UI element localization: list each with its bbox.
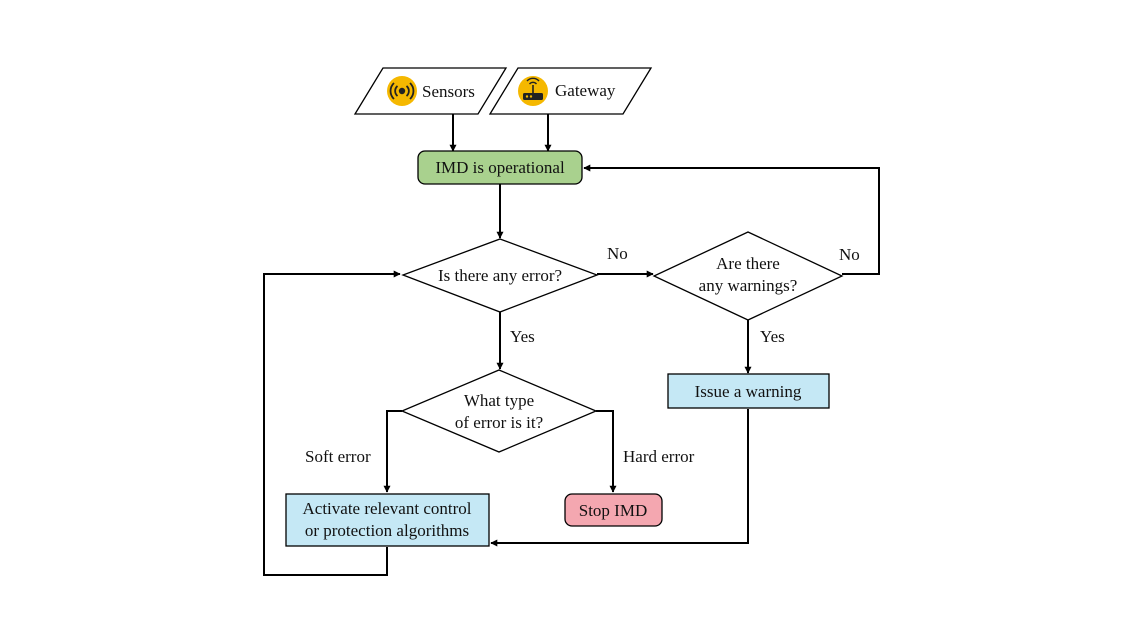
warning-decision-line2: any warnings? — [699, 276, 798, 295]
gateway-input: Gateway — [488, 67, 653, 115]
error-type-decision-line2: of error is it? — [455, 413, 543, 432]
edge-activate-loop — [263, 270, 401, 576]
sensors-input: Sensors — [353, 67, 508, 115]
activate-line1: Activate relevant control — [303, 499, 472, 518]
edge-label-warning-yes: Yes — [760, 327, 785, 346]
error-type-decision-line1: What type — [464, 391, 534, 410]
warning-decision-line1: Are there — [716, 254, 780, 273]
stop-node: Stop IMD — [564, 493, 663, 527]
edge-warning-no-loop — [583, 164, 880, 275]
connectors — [263, 114, 880, 576]
edge-label-error-no: No — [607, 244, 628, 263]
start-node: IMD is operational — [417, 150, 583, 185]
edge-warning-to-activate — [490, 409, 749, 547]
warning-decision: Are there any warnings? — [652, 231, 844, 321]
gateway-label: Gateway — [555, 81, 616, 100]
issue-warning-node: Issue a warning — [667, 373, 830, 409]
activate-algorithms-node: Activate relevant control or protection … — [285, 493, 490, 547]
wifi-router-icon — [518, 76, 548, 106]
edge-soft-error — [383, 410, 402, 493]
issue-warning-label: Issue a warning — [695, 382, 802, 401]
start-node-label: IMD is operational — [435, 158, 565, 177]
error-decision: Is there any error? — [401, 238, 599, 313]
radio-waves-icon — [387, 76, 417, 106]
edge-label-error-yes: Yes — [510, 327, 535, 346]
edge-label-hard-error: Hard error — [623, 447, 695, 466]
stop-node-label: Stop IMD — [579, 501, 647, 520]
error-decision-label: Is there any error? — [438, 266, 562, 285]
edge-label-soft-error: Soft error — [305, 447, 371, 466]
error-type-decision: What type of error is it? — [400, 369, 598, 453]
edge-label-warning-no: No — [839, 245, 860, 264]
sensors-label: Sensors — [422, 82, 475, 101]
edge-hard-error — [596, 410, 617, 493]
activate-line2: or protection algorithms — [305, 521, 469, 540]
